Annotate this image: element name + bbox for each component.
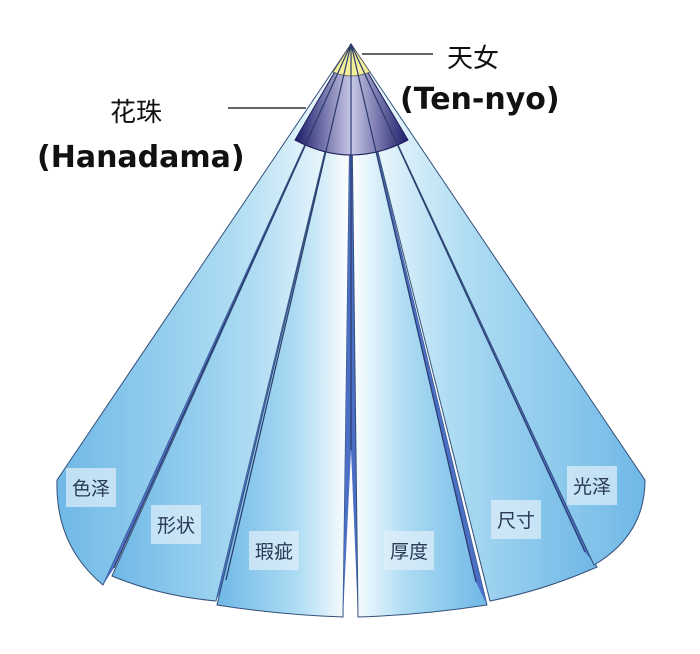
segment-panel-2	[111, 43, 352, 602]
segment-label-color: 色泽	[66, 468, 117, 507]
segment-label-luster: 光泽	[567, 466, 618, 505]
segment-panel-6	[350, 43, 646, 566]
tennyo-romaji-label: (Ten-nyo)	[400, 82, 560, 117]
segment-panel-5	[350, 43, 598, 602]
panel-seams	[113, 43, 586, 583]
segment-panel-1	[56, 43, 352, 586]
segment-label-thickness: 厚度	[384, 531, 435, 570]
hanadama-romaji-label: (Hanadama)	[37, 140, 245, 175]
segment-label-shape: 形状	[151, 505, 202, 544]
segment-label-size: 尺寸	[491, 500, 542, 539]
cone-panels	[56, 43, 646, 618]
tennyo-label: 天女	[447, 44, 500, 74]
segment-strip-1	[103, 44, 351, 585]
segment-strip-4	[351, 44, 487, 605]
segment-label-blemish: 瑕疵	[249, 531, 300, 570]
hanadama-label: 花珠	[110, 98, 163, 128]
